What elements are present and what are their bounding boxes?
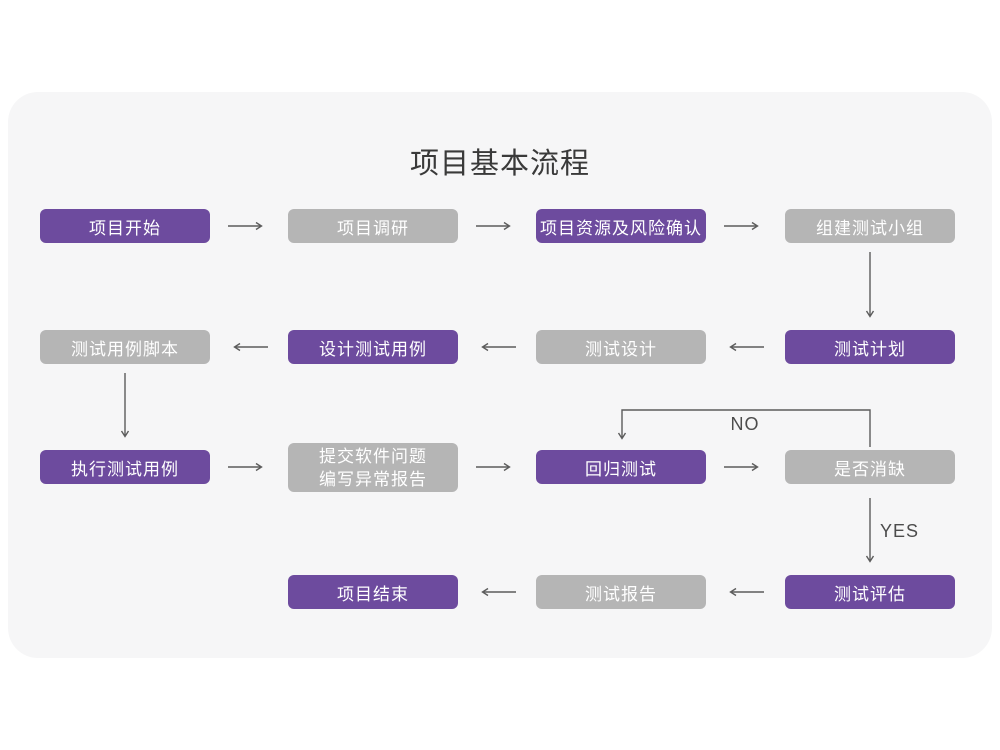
flow-node-test-report: 测试报告	[536, 575, 706, 609]
flow-node-build-test-team: 组建测试小组	[785, 209, 955, 243]
flow-node-test-plan: 测试计划	[785, 330, 955, 364]
edge-label-no: NO	[730, 414, 760, 434]
flow-node-label-line1: 提交软件问题	[319, 446, 427, 466]
flow-node-design-test-cases: 设计测试用例	[288, 330, 458, 364]
flow-node-project-start: 项目开始	[40, 209, 210, 243]
page-title: 项目基本流程	[409, 148, 590, 180]
flowchart-card	[8, 92, 992, 658]
flow-node-test-evaluation: 测试评估	[785, 575, 955, 609]
edge-label-yes: YES	[880, 521, 920, 541]
flow-node-project-research: 项目调研	[288, 209, 458, 243]
flow-node-submit-issues-report: 提交软件问题 编写异常报告	[288, 443, 458, 492]
flow-node-regression-test: 回归测试	[536, 450, 706, 484]
flow-node-resources-risk-confirm: 项目资源及风险确认	[536, 209, 706, 243]
flow-node-test-case-script: 测试用例脚本	[40, 330, 210, 364]
flow-node-project-end: 项目结束	[288, 575, 458, 609]
flow-node-defect-cleared-decision: 是否消缺	[785, 450, 955, 484]
flow-node-execute-test-cases: 执行测试用例	[40, 450, 210, 484]
flow-node-test-design: 测试设计	[536, 330, 706, 364]
flow-node-label-line2: 编写异常报告	[319, 469, 427, 489]
